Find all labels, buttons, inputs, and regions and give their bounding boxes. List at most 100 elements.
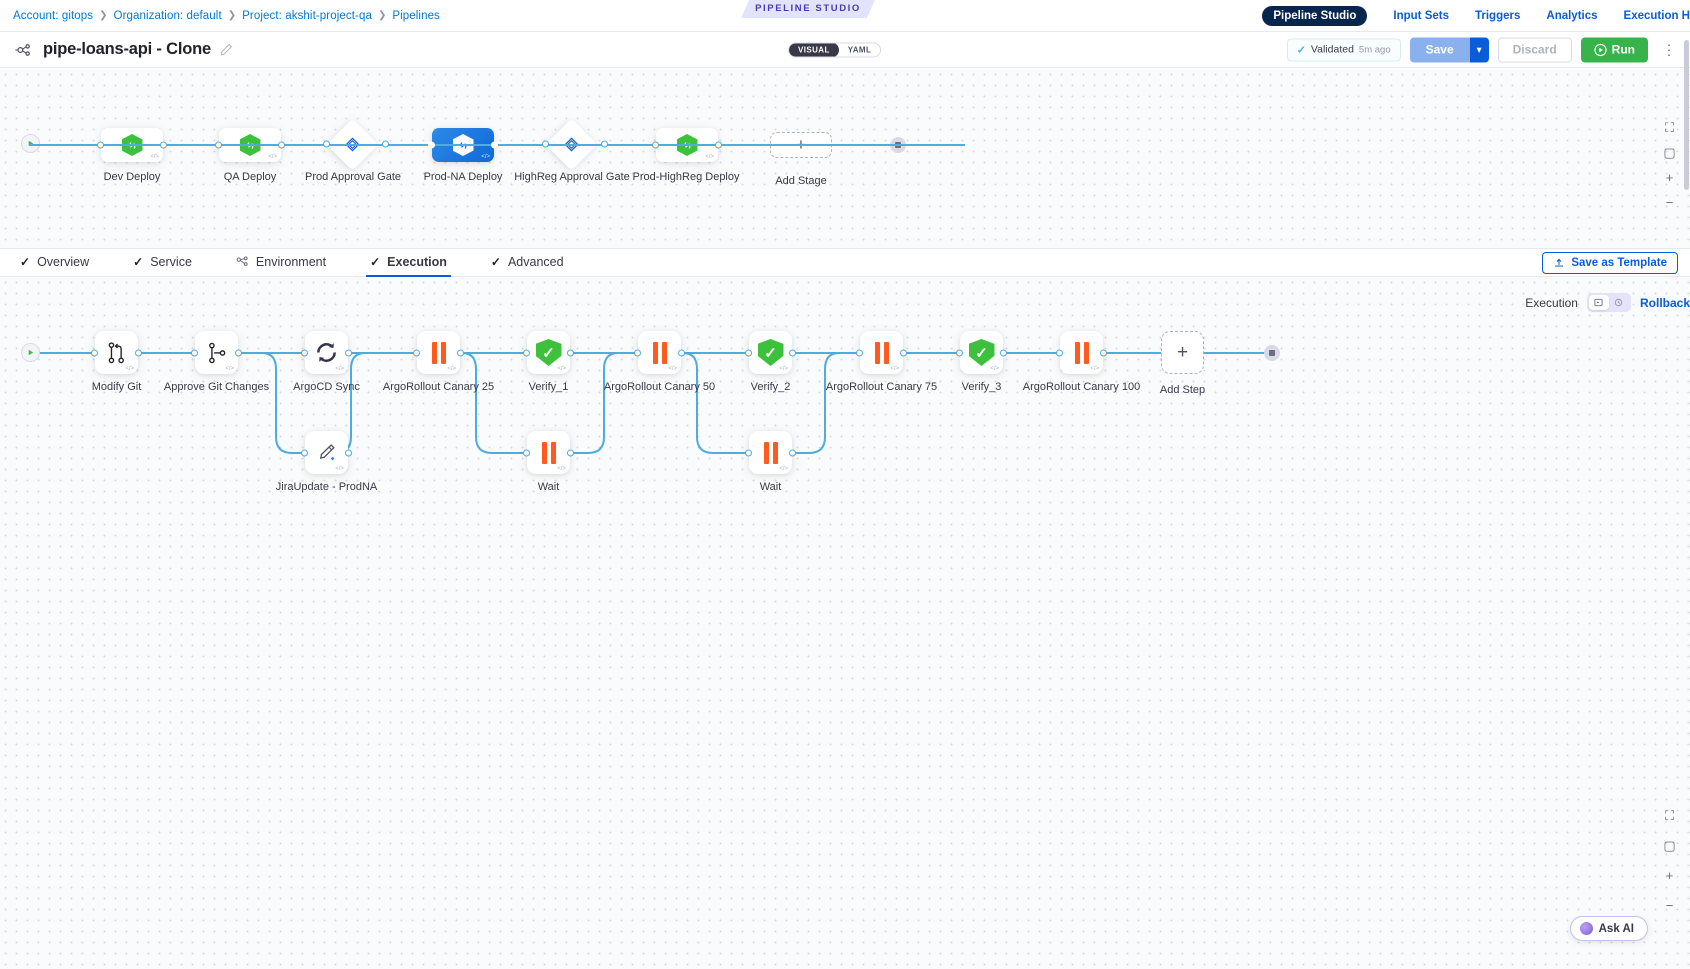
step-box[interactable]: </> (195, 331, 238, 374)
jira-edit-icon (319, 443, 335, 460)
stage-label: HighReg Approval Gate (514, 171, 630, 183)
step-box[interactable]: ✓ </> (960, 331, 1003, 374)
step-node-argorollout-canary-25[interactable]: </> ArgoRollout Canary 25 (383, 331, 494, 393)
save-button[interactable]: Save (1409, 37, 1470, 62)
stage-node-highreg-approval-gate[interactable]: HighReg Approval Gate (514, 118, 630, 183)
status-badge[interactable]: ✓ Validated 5m ago (1286, 38, 1401, 61)
ask-ai-button[interactable]: Ask AI (1569, 916, 1648, 941)
code-icon: </> (779, 366, 788, 372)
kebab-menu-icon[interactable]: ⋮ (1662, 41, 1677, 57)
step-port (91, 349, 98, 357)
step-port (301, 449, 308, 457)
execution-toggle-icon[interactable] (1588, 295, 1609, 310)
approval-diamond-icon[interactable] (545, 118, 598, 171)
check-icon: ✓ (133, 255, 144, 269)
step-box[interactable]: </> (1060, 331, 1103, 374)
step-node-argorollout-canary-100[interactable]: </> ArgoRollout Canary 100 (1023, 331, 1140, 393)
approval-diamond-icon[interactable] (326, 118, 379, 171)
check-icon: ✓ (370, 255, 381, 269)
breadcrumb-project[interactable]: Project: akshit-project-qa (242, 9, 372, 22)
fullscreen-icon[interactable]: ⛶ (1664, 807, 1675, 823)
page-scrollbar[interactable] (1683, 0, 1690, 969)
pause-icon (763, 441, 778, 464)
run-button[interactable]: Run (1580, 37, 1648, 62)
step-node-verify-3[interactable]: ✓ </> Verify_3 (956, 331, 1007, 393)
pipeline-header: pipe-loans-api - Clone VISUAL YAML ✓ Val… (0, 32, 1690, 68)
step-box[interactable]: </> (305, 431, 348, 474)
step-port (345, 349, 352, 357)
code-icon: </> (557, 466, 566, 472)
nav-triggers[interactable]: Triggers (1475, 10, 1521, 22)
step-port (523, 349, 530, 357)
step-node-jiraupdate-prodna[interactable]: </> JiraUpdate - ProdNA (276, 431, 377, 493)
stage-port (428, 141, 435, 149)
breadcrumb-pipelines[interactable]: Pipelines (392, 9, 440, 22)
nav-analytics[interactable]: Analytics (1546, 10, 1598, 22)
step-node-wait-2[interactable]: </> Wait (745, 431, 796, 493)
zoom-out-icon[interactable]: − (1665, 898, 1674, 913)
approval-icon (345, 137, 360, 152)
execution-steps-canvas[interactable]: Execution Rollback (0, 277, 1690, 969)
tab-advanced[interactable]: ✓ Advanced (487, 248, 568, 276)
save-as-template-button[interactable]: Save as Template (1542, 252, 1678, 274)
step-port (634, 349, 641, 357)
step-node-verify-2[interactable]: ✓ </> Verify_2 (745, 331, 796, 393)
stage-node-prod-approval-gate[interactable]: Prod Approval Gate (305, 118, 401, 183)
breadcrumb-account[interactable]: Account: gitops (13, 9, 94, 22)
step-node-argocd-sync[interactable]: </> ArgoCD Sync (293, 331, 360, 393)
tab-environment[interactable]: Environment (232, 248, 330, 276)
step-node-modify-git[interactable]: </> Modify Git (91, 331, 142, 393)
zoom-in-icon[interactable]: + (1665, 868, 1674, 883)
stage-start-node[interactable] (21, 134, 40, 153)
fit-screen-icon[interactable]: ▢ (1663, 837, 1676, 853)
tab-service[interactable]: ✓ Service (129, 248, 196, 276)
pause-icon (541, 441, 556, 464)
code-icon: </> (481, 154, 490, 160)
visual-yaml-toggle[interactable]: VISUAL YAML (788, 42, 882, 57)
rollback-link[interactable]: Rollback (1639, 295, 1690, 310)
step-node-approve-git-changes[interactable]: </> Approve Git Changes (164, 331, 269, 393)
nav-execution-history[interactable]: Execution H (1623, 10, 1690, 22)
save-dropdown-chevron-down-icon[interactable]: ▾ (1469, 37, 1489, 62)
tab-overview[interactable]: ✓ Overview (16, 248, 93, 276)
stage-graph-canvas[interactable]: ⛶ ▢ + − </> Dev Deploy (0, 69, 1690, 249)
rollback-toggle-icon[interactable] (1609, 295, 1629, 310)
pause-icon (874, 341, 889, 364)
pencil-icon[interactable] (220, 43, 233, 56)
step-box[interactable]: ✓ </> (749, 331, 792, 374)
code-icon: </> (990, 366, 999, 372)
step-box[interactable]: </> (417, 331, 460, 374)
execution-rollback-toggle[interactable] (1586, 293, 1631, 312)
step-start-node[interactable] (21, 343, 40, 362)
step-box[interactable]: </> (305, 331, 348, 374)
add-step-node[interactable]: + Add Step (1160, 331, 1205, 396)
step-node-verify-1[interactable]: ✓ </> Verify_1 (523, 331, 574, 393)
step-node-argorollout-canary-75[interactable]: </> ArgoRollout Canary 75 (826, 331, 937, 393)
breadcrumb-organization[interactable]: Organization: default (113, 9, 222, 22)
step-node-wait-1[interactable]: </> Wait (523, 431, 574, 493)
step-label: JiraUpdate - ProdNA (275, 481, 378, 493)
step-box[interactable]: </> (749, 431, 792, 474)
pipeline-icon (15, 43, 30, 56)
nav-pipeline-studio[interactable]: Pipeline Studio (1262, 6, 1368, 26)
zoom-in-icon[interactable]: + (1665, 170, 1674, 185)
step-box[interactable]: </> (95, 331, 138, 374)
zoom-out-icon[interactable]: − (1665, 195, 1674, 210)
fit-screen-icon[interactable]: ▢ (1663, 144, 1676, 160)
discard-button[interactable]: Discard (1497, 37, 1572, 62)
toggle-yaml[interactable]: YAML (847, 45, 872, 54)
header-actions: ✓ Validated 5m ago Save ▾ Discard Run ⋮ (1286, 37, 1682, 62)
step-box[interactable]: </> (860, 331, 903, 374)
tab-execution[interactable]: ✓ Execution (366, 248, 451, 277)
step-node-argorollout-canary-50[interactable]: </> ArgoRollout Canary 50 (604, 331, 715, 393)
fullscreen-icon[interactable]: ⛶ (1664, 119, 1675, 135)
toggle-visual[interactable]: VISUAL (789, 43, 839, 56)
step-box[interactable]: </> (527, 431, 570, 474)
stage-label: Prod Approval Gate (304, 171, 402, 183)
execution-label: Execution (1525, 295, 1578, 310)
step-box[interactable]: ✓ </> (527, 331, 570, 374)
nav-input-sets[interactable]: Input Sets (1393, 10, 1449, 22)
plus-icon[interactable]: + (1161, 331, 1204, 374)
step-box[interactable]: </> (638, 331, 681, 374)
